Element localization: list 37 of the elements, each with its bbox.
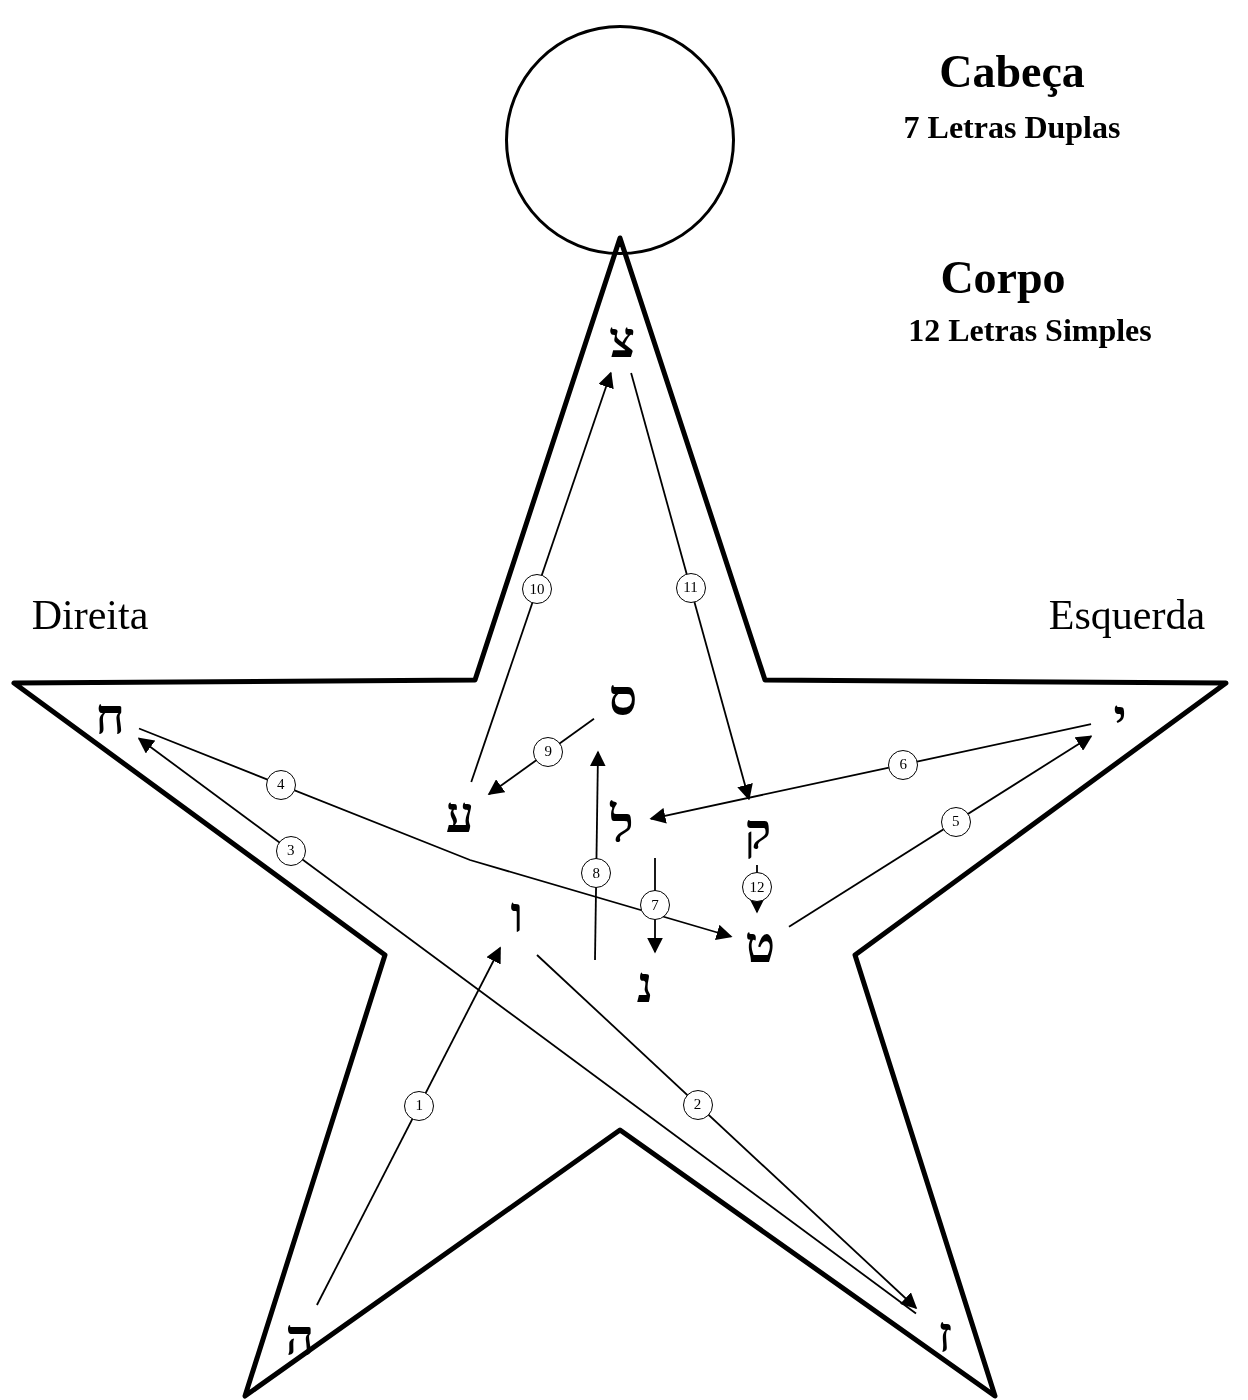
hebrew-letter: ט [734,915,786,975]
edge-label: 1 [404,1090,435,1121]
edge-label: 6 [888,749,919,780]
hebrew-letter: ו [491,885,543,945]
arrow [470,371,614,783]
edge-label: 11 [675,572,706,603]
hebrew-letter: ז [919,1305,971,1365]
heading-text: Corpo [940,255,1066,301]
edge-label: 12 [742,872,772,902]
arrow [316,946,501,1306]
edge-label: 2 [682,1089,713,1120]
arrow [788,735,1093,928]
hebrew-letter: צ [596,310,648,370]
arrow [138,727,733,941]
edge-label: 10 [522,574,552,605]
edge-label: 3 [275,835,306,866]
arrow [536,954,918,1310]
subheading-text: 7 Letras Duplas [903,111,1121,143]
hebrew-letter: ק [732,802,784,862]
edge-label: 5 [940,806,971,837]
hebrew-letter: ע [434,785,486,845]
hebrew-letter: נ [619,955,671,1015]
subheading-text: 12 Letras Simples [908,314,1152,346]
side-label: Direita [31,594,149,636]
arrow [137,737,917,1315]
arrow [630,372,753,801]
edge-label: 4 [265,769,296,800]
hebrew-letter: ל [596,795,648,855]
edge-label: 7 [640,890,670,920]
hebrew-letter: ס [597,668,649,728]
side-label: Esquerda [1048,594,1206,636]
arrow [649,723,1092,824]
edge-label: 9 [533,736,564,767]
heading-text: Cabeça [939,49,1085,95]
hebrew-letter: י [1094,688,1146,748]
hebrew-letter: ח [84,687,136,747]
edge-label: 8 [581,858,612,888]
